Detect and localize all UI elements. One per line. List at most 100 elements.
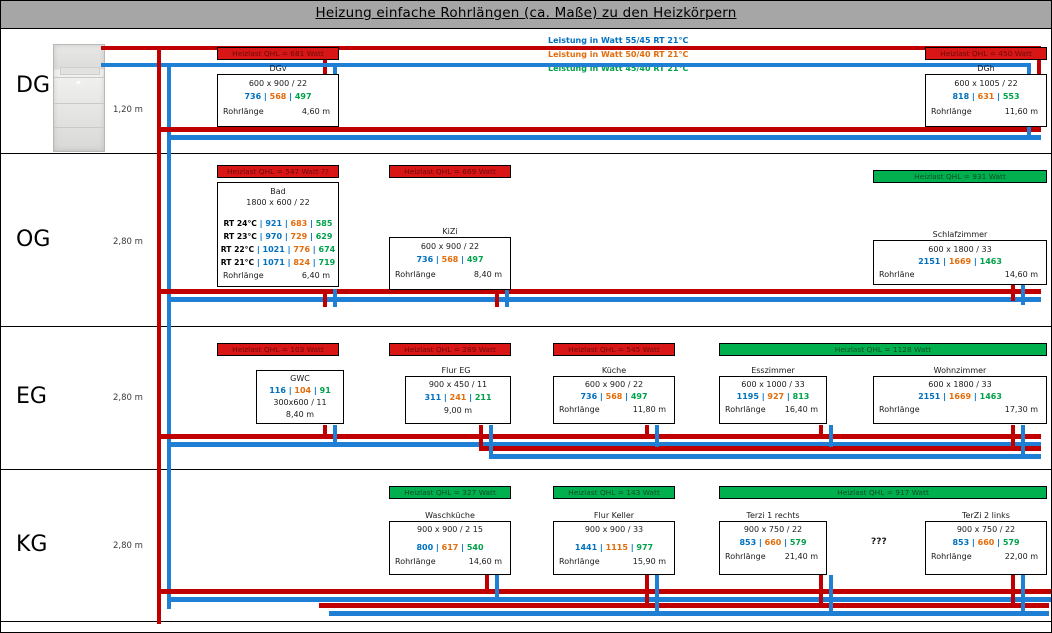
drop-red-bad (323, 289, 327, 307)
radiator-values-schlafzimmer: 2151 | 1669 | 1463 (918, 257, 1002, 266)
drop-red-terzi2 (1011, 575, 1015, 607)
pipe-length-value-flurkeller: 15,90 m (632, 557, 666, 566)
radiator-values-wohnzimmer: 2151 | 1669 | 1463 (918, 392, 1002, 401)
heizlast-banner-dgv: Heizlast QHL = 681 Watt (217, 47, 339, 60)
pipe-length-label-terzi1: Rohrlänge (725, 552, 766, 561)
floor-divider-eg-kg (1, 469, 1051, 470)
radiator-name-kizi: KiZi (442, 227, 458, 236)
radiator-values-flureg: 311 | 241 | 211 (424, 393, 492, 402)
heizlast-banner-flurkeller: Heizlast QHL = 143 Watt (553, 486, 675, 499)
radiator-size-esszimmer: 600 x 1000 / 33 (741, 380, 805, 389)
radiator-name-esszimmer: Esszimmer (751, 366, 795, 375)
radiator-size-kizi: 600 x 900 / 22 (420, 242, 480, 251)
drop-red-terzi1 (819, 575, 823, 607)
unknown-marker: ??? (871, 537, 887, 547)
drop-red-waschkueche (485, 575, 489, 593)
pipe-red-dg-top (101, 46, 161, 50)
radiator-values-terzi1: 853 | 660 | 579 (739, 538, 807, 547)
floor-divider-dg-og (1, 153, 1051, 154)
heizlast-banner-dgh: Heizlast QHL = 450 Watt (925, 47, 1047, 60)
radiator-size-kueche: 600 x 900 / 22 (584, 380, 644, 389)
floor-divider-og-eg (1, 326, 1051, 327)
boiler-unit (53, 44, 105, 152)
heizlast-banner-gwc: Heizlast QHL = 103 Watt (217, 343, 339, 356)
floor-label-kg: KG (16, 532, 48, 557)
radiator-size-gwc: 300x600 / 11 (273, 398, 327, 407)
pipe-red-dg-dgh-run (157, 46, 1041, 50)
radiator-size-waschkueche: 900 x 900 / 2 15 (417, 525, 483, 534)
radiator-name-waschkueche: Waschküche (425, 511, 475, 520)
heizlast-banner-schlafzimmer: Heizlast QHL = 931 Watt (873, 170, 1047, 183)
pipe-length-label-kueche: Rohrlänge (559, 405, 600, 414)
radiator-name-terzi2: TerZi 2 links (962, 511, 1010, 520)
drop-red-wohnzimmer (1011, 425, 1015, 451)
pipe-length-value-wohnzimmer: 17,30 m (1004, 405, 1038, 414)
heizlast-banner-bad: Heizlast QHL = 547 Watt ?? (217, 165, 339, 178)
pipe-length-value-kueche: 11,80 m (632, 405, 666, 414)
title-bar (1, 1, 1051, 29)
radiator-size-dgv: 600 x 900 / 22 (248, 79, 308, 88)
legend-item-50-40: Leistung in Watt 50/40 RT 21°C (548, 50, 689, 59)
drop-red-flureg (479, 425, 483, 451)
radiator-name-dgv: DGv (269, 64, 287, 73)
pipe-length-label-schlafzimmer: Rohrläne (879, 270, 915, 279)
radiator-values-kizi: 736 | 568 | 497 (416, 255, 484, 264)
heizlast-banner-kizi: Heizlast QHL = 669 Watt (389, 165, 511, 178)
radiator-values-flurkeller: 1441 | 1115 | 977 (574, 543, 654, 552)
radiator-values-dgh: 818 | 631 | 553 (952, 92, 1020, 101)
radiator-card-bad: Bad 1800 x 600 / 22 RT 24°C | 921 | 683 … (217, 182, 339, 287)
heizlast-banner-waschkueche: Heizlast QHL = 327 Watt (389, 486, 511, 499)
riser-blue-main (167, 63, 171, 609)
drop-red-flurkeller (645, 575, 649, 607)
drop-blue-kizi (505, 289, 509, 307)
pipe-length-label-dgv: Rohrlänge (223, 107, 264, 116)
floor-distance-og: 2,80 m (113, 237, 143, 247)
radiator-name-dgh: DGh (977, 64, 995, 73)
pipe-length-value-terzi1: 21,40 m (784, 552, 818, 561)
floor-label-dg: DG (16, 73, 50, 98)
drop-blue-terzi2 (1021, 575, 1025, 615)
radiator-size-bad: 1800 x 600 / 22 (246, 198, 310, 207)
radiator-card-dgh: 600 x 1005 / 22 818 | 631 | 553 Rohrläng… (925, 74, 1047, 127)
pipe-length-value-kizi: 8,40 m (473, 270, 502, 279)
pipe-length-value-waschkueche: 14,60 m (468, 557, 502, 566)
pipe-length-value-dgh: 11,60 m (1004, 107, 1038, 116)
radiator-values-dgv: 736 | 568 | 497 (244, 92, 312, 101)
drop-red-gwc (323, 425, 327, 439)
pipe-blue-eg-run (167, 442, 1041, 447)
pipe-length-label-waschkueche: Rohrlänge (395, 557, 436, 566)
radiator-row-rt21: RT 21°C | 1071 | 824 | 719 (220, 258, 336, 267)
drop-blue-waschkueche (495, 575, 499, 601)
drop-blue-kueche (655, 425, 659, 447)
riser-red-main (157, 46, 161, 624)
pipe-length-label-terzi2: Rohrlänge (931, 552, 972, 561)
legend-item-45-40: Leistung in Watt 45/40 RT 21°C (548, 64, 689, 73)
radiator-size-terzi2: 900 x 750 / 22 (956, 525, 1016, 534)
pipe-blue-eg-run2 (489, 454, 1041, 459)
pipe-length-label-wohnzimmer: Rohrlänge (879, 405, 920, 414)
heizlast-banner-eg-green: Heizlast QHL = 1128 Watt (719, 343, 1047, 356)
radiator-card-kueche: 600 x 900 / 22 736 | 568 | 497 Rohrlänge… (553, 376, 675, 424)
floor-distance-kg: 2,80 m (113, 541, 143, 551)
radiator-name-flureg: Flur EG (441, 366, 471, 375)
radiator-card-kizi: 600 x 900 / 22 736 | 568 | 497 Rohrlänge… (389, 237, 511, 290)
pipe-length-value-gwc: 8,40 m (285, 410, 315, 419)
pipe-blue-kg-run2 (329, 611, 1049, 616)
pipe-length-value-terzi2: 22,00 m (1004, 552, 1038, 561)
radiator-card-terzi2: 900 x 750 / 22 853 | 660 | 579 Rohrlänge… (925, 521, 1047, 575)
radiator-card-schlafzimmer: 600 x 1800 / 33 2151 | 1669 | 1463 Rohrl… (873, 240, 1047, 285)
heizlast-banner-flureg: Heizlast QHL = 289 Watt (389, 343, 511, 356)
radiator-row-rt23: RT 23°C | 970 | 729 | 629 (223, 232, 333, 241)
drop-blue-flurkeller (655, 575, 659, 615)
radiator-size-terzi1: 900 x 750 / 22 (743, 525, 803, 534)
pipe-length-value-esszimmer: 16,40 m (784, 405, 818, 414)
radiator-name-terzi1: Terzi 1 rechts (746, 511, 800, 520)
radiator-size-flurkeller: 900 x 900 / 33 (584, 525, 644, 534)
pipe-length-value-flureg: 9,00 m (443, 406, 473, 415)
radiator-values-esszimmer: 1195 | 927 | 813 (736, 392, 810, 401)
pipe-blue-og-run (167, 297, 1041, 302)
radiator-card-esszimmer: 600 x 1000 / 33 1195 | 927 | 813 Rohrlän… (719, 376, 827, 424)
radiator-name-flurkeller: Flur Keller (593, 511, 635, 520)
drop-blue-bad (333, 289, 337, 307)
